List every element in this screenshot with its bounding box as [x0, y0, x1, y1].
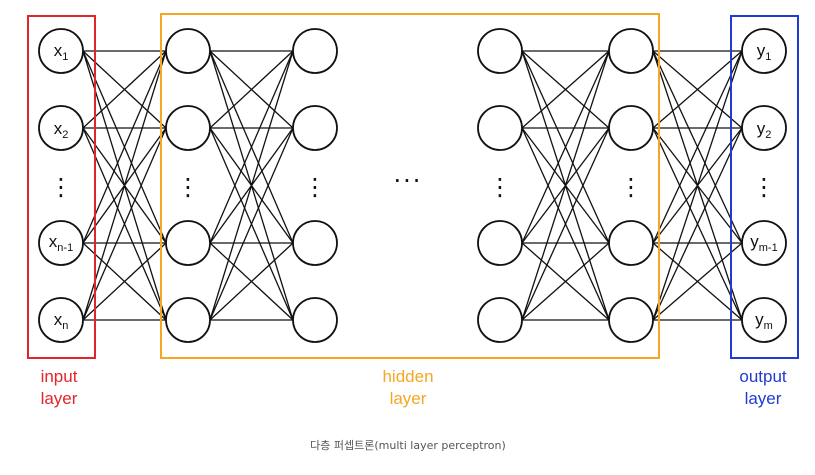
edge-hidden1-3-hidden2-1: [209, 127, 294, 321]
edge-hidden3-3-hidden4-1: [521, 127, 610, 321]
hidden2-node-2: [292, 105, 338, 151]
edge-hidden4-2-output-0: [652, 50, 743, 244]
connections: [82, 50, 743, 321]
nodes: [38, 28, 787, 343]
hidden4-node-2: [608, 105, 654, 151]
hidden-col2-ellipsis: ⋮: [303, 173, 327, 201]
hidden1-node-4: [165, 297, 211, 343]
hidden3-node-3: [477, 220, 523, 266]
input-node-1: [38, 28, 84, 74]
input-node-3: [38, 220, 84, 266]
edge-input-3-hidden1-0: [82, 50, 167, 321]
edge-hidden4-3-output-0: [652, 50, 743, 321]
edge-hidden3-3-hidden4-2: [521, 242, 610, 321]
figure-caption: 다층 퍼셉트론(multi layer perceptron): [310, 439, 506, 452]
output-y2-label: y2: [757, 119, 772, 141]
input-xn-1-label: xn-1: [49, 232, 73, 254]
edge-hidden4-1-output-0: [652, 50, 743, 129]
input-x1-label: x1: [54, 41, 69, 63]
hidden-layer-label-line1: hidden: [382, 367, 433, 386]
edge-hidden3-1-hidden4-0: [521, 50, 610, 129]
input-node-4: [38, 297, 84, 343]
hidden1-node-3: [165, 220, 211, 266]
hidden-col3-ellipsis: ⋮: [488, 173, 512, 201]
output-vertical-ellipsis: ⋮: [752, 173, 776, 201]
output-node-3: [741, 220, 787, 266]
input-x2-label: x2: [54, 119, 69, 141]
edge-hidden4-3-output-2: [652, 242, 743, 321]
hidden-col1-ellipsis: ⋮: [176, 173, 200, 201]
output-node-1: [741, 28, 787, 74]
edge-hidden1-2-hidden2-0: [209, 50, 294, 244]
edge-hidden4-3-output-1: [652, 127, 743, 321]
hidden-layer-label-line2: layer: [390, 389, 427, 408]
output-node-labels: y1 y2 ⋮ ym-1 ym: [750, 41, 777, 332]
output-layer-box: [730, 15, 799, 359]
edge-input-3-hidden1-2: [82, 242, 167, 321]
edge-hidden1-3-hidden2-0: [209, 50, 294, 321]
hidden-layer-box: [160, 13, 660, 359]
hidden4-node-1: [608, 28, 654, 74]
hidden4-node-4: [608, 297, 654, 343]
input-node-2: [38, 105, 84, 151]
output-node-2: [741, 105, 787, 151]
edge-input-1-hidden1-0: [82, 50, 167, 129]
hidden2-node-1: [292, 28, 338, 74]
input-vertical-ellipsis: ⋮: [49, 173, 73, 201]
edge-hidden3-2-hidden4-0: [521, 50, 610, 244]
edge-input-2-hidden1-0: [82, 50, 167, 244]
input-layer-box: [27, 15, 96, 359]
edge-hidden1-1-hidden2-0: [209, 50, 294, 129]
input-node-labels: x1 x2 ⋮ xn-1 xn: [49, 41, 73, 332]
hidden4-node-3: [608, 220, 654, 266]
output-layer-label-line2: layer: [745, 389, 782, 408]
hidden-col4-ellipsis: ⋮: [619, 173, 643, 201]
output-node-4: [741, 297, 787, 343]
output-layer-label-line1: output: [739, 367, 787, 386]
hidden-vertical-ellipses: ⋮ ⋮ ⋮ ⋮: [176, 173, 643, 201]
hidden1-node-2: [165, 105, 211, 151]
input-layer-label-line1: input: [41, 367, 78, 386]
input-layer-label-line2: layer: [41, 389, 78, 408]
edge-input-3-hidden1-1: [82, 127, 167, 321]
output-ym-1-label: ym-1: [750, 232, 777, 254]
hidden3-node-4: [477, 297, 523, 343]
hidden1-node-1: [165, 28, 211, 74]
hidden3-node-1: [477, 28, 523, 74]
hidden2-node-3: [292, 220, 338, 266]
hidden3-node-2: [477, 105, 523, 151]
hidden2-node-4: [292, 297, 338, 343]
output-y1-label: y1: [757, 41, 772, 63]
edge-hidden3-3-hidden4-0: [521, 50, 610, 321]
edge-hidden1-3-hidden2-2: [209, 242, 294, 321]
hidden-horizontal-ellipsis: ···: [394, 167, 423, 195]
output-ym-label: ym: [755, 310, 773, 332]
input-xn-label: xn: [54, 310, 69, 332]
